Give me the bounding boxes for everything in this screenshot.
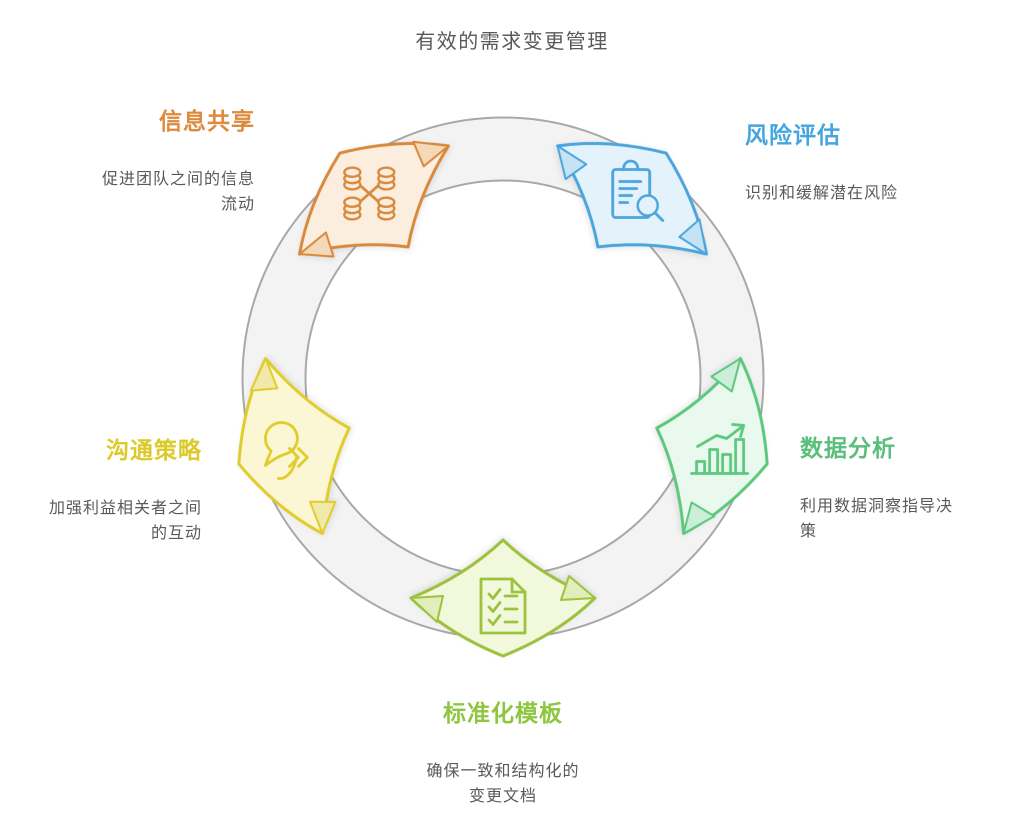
node-info-sharing	[298, 140, 450, 258]
bar-chart-trend-icon	[690, 423, 750, 475]
page-title: 有效的需求变更管理	[415, 31, 609, 53]
database-share-icon	[343, 166, 396, 221]
cycle-diagram	[237, 116, 769, 658]
node-risk-assessment	[556, 141, 708, 256]
clipboard-search-icon	[611, 159, 665, 222]
node-description: 识别和缓解潜在风险	[745, 185, 899, 202]
node-description: 确保一致和结构化的 变更文档	[426, 763, 580, 805]
node-text-info-sharing: 信息共享 促进团队之间的信息 流动	[0, 90, 255, 235]
node-communication-strategy	[237, 357, 351, 535]
node-label: 风险评估	[745, 122, 841, 148]
node-description: 促进团队之间的信息 流动	[101, 171, 255, 213]
node-standard-template	[409, 538, 597, 658]
node-description: 利用数据洞察指导决 策	[800, 498, 954, 540]
node-text-standard-template: 标准化模板 确保一致和结构化的 变更文档	[353, 682, 653, 827]
node-description: 加强利益相关者之间 的互动	[48, 500, 202, 542]
node-text-communication-strategy: 沟通策略 加强利益相关者之间 的互动	[0, 419, 202, 564]
speech-forward-icon	[263, 421, 309, 480]
node-label: 沟通策略	[106, 437, 202, 463]
node-text-risk-assessment: 风险评估 识别和缓解潜在风险	[745, 104, 1005, 224]
checklist-document-icon	[479, 577, 527, 635]
node-label: 信息共享	[159, 108, 255, 134]
node-label: 数据分析	[800, 435, 896, 461]
node-label: 标准化模板	[443, 700, 563, 726]
node-data-analysis	[655, 357, 769, 535]
node-text-data-analysis: 数据分析 利用数据洞察指导决 策	[800, 417, 1000, 562]
diagram-canvas: 有效的需求变更管理	[0, 31, 1005, 805]
